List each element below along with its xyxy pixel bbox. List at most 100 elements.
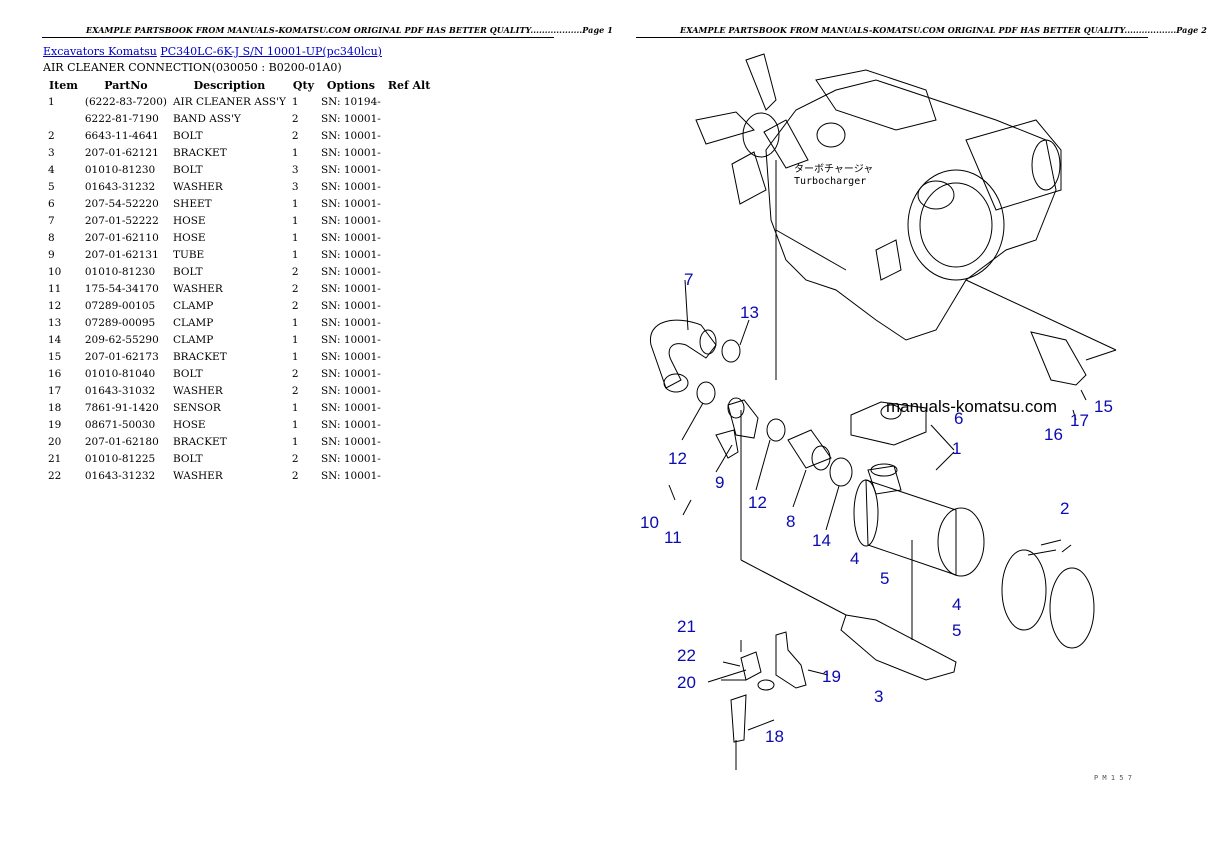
cell-options: SN: 10001-	[320, 299, 381, 312]
cell-qty: 2	[291, 129, 299, 142]
callout-4a: 4	[850, 549, 859, 568]
cell-partno: 7861-91-1420	[84, 401, 159, 414]
cell-description: WASHER	[172, 384, 223, 397]
cell-ref-alt	[384, 467, 435, 484]
cell-options: SN: 10001-	[320, 248, 381, 261]
cell-qty: 1	[291, 197, 299, 210]
cell-ref-alt	[384, 161, 435, 178]
cell-ref-alt	[384, 416, 435, 433]
cell-item: 12	[48, 299, 62, 312]
column-header-description: Description	[193, 78, 266, 92]
column-header-partno: PartNo	[104, 78, 148, 92]
callout-20: 20	[677, 673, 696, 692]
cell-qty: 1	[291, 435, 299, 448]
cell-partno: 01010-81040	[84, 367, 156, 380]
bracket-3-illustration	[840, 614, 957, 681]
callout-12a: 12	[668, 449, 687, 468]
callout-10: 10	[640, 513, 659, 532]
cell-options: SN: 10001-	[320, 129, 381, 142]
cell-qty: 1	[291, 214, 299, 227]
cell-partno: 6643-11-4641	[84, 129, 159, 142]
breadcrumb: Excavators Komatsu PC340LC-6K-J S/N 1000…	[43, 45, 382, 58]
cell-partno: 207-01-62180	[84, 435, 159, 448]
cell-ref-alt	[384, 93, 435, 110]
callout-6: 6	[954, 409, 963, 428]
turbocharger-jp-label: ターボチャージャ	[794, 163, 873, 175]
cell-ref-alt	[384, 195, 435, 212]
callout-9: 9	[715, 473, 724, 492]
cell-partno: 07289-00095	[84, 316, 156, 329]
cell-options: SN: 10001-	[320, 146, 381, 159]
cell-ref-alt	[384, 433, 435, 450]
cell-description: BOLT	[172, 129, 203, 142]
cell-ref-alt	[384, 399, 435, 416]
cell-item: 5	[48, 180, 55, 193]
cell-description: SENSOR	[172, 401, 221, 414]
cell-partno: 209-62-55290	[84, 333, 159, 346]
cell-qty: 2	[291, 367, 299, 380]
cell-item: 17	[48, 384, 62, 397]
cell-description: HOSE	[172, 418, 206, 431]
cell-ref-alt	[384, 331, 435, 348]
cell-description: HOSE	[172, 231, 206, 244]
cell-item: 18	[48, 401, 62, 414]
cell-item: 20	[48, 435, 62, 448]
callout-13: 13	[740, 303, 759, 322]
cell-partno: 01643-31232	[84, 180, 156, 193]
exploded-parts-diagram: ターボチャージャ Turbocharger manuals-komatsu.co…	[640, 53, 1132, 782]
parts-table: Item PartNo Description Qty Options Ref …	[45, 77, 434, 484]
cell-options: SN: 10001-	[320, 333, 381, 346]
cell-description: CLAMP	[172, 333, 214, 346]
callout-12b: 12	[748, 493, 767, 512]
cell-options: SN: 10001-	[320, 435, 381, 448]
cell-partno: 207-01-62173	[84, 350, 159, 363]
breadcrumb-link-model[interactable]: PC340LC-6K-J S/N 10001-UP(pc340lcu)	[160, 45, 382, 58]
cell-item: 4	[48, 163, 55, 176]
cell-item: 1	[48, 95, 55, 108]
cell-description: BAND ASS'Y	[172, 112, 241, 125]
hose-7-illustration	[650, 319, 717, 393]
cell-options: SN: 10001-	[320, 418, 381, 431]
header-rule-right	[636, 37, 1148, 38]
cell-ref-alt	[384, 348, 435, 365]
drawing-code: P M 1 5 7	[1094, 774, 1132, 782]
cell-ref-alt	[384, 229, 435, 246]
cell-item: 13	[48, 316, 62, 329]
cell-ref-alt	[384, 246, 435, 263]
page-header-left: EXAMPLE PARTSBOOK FROM MANUALS-KOMATSU.C…	[86, 25, 613, 35]
cell-ref-alt	[384, 382, 435, 399]
bracket-15-illustration	[1030, 331, 1087, 386]
callout-11: 11	[664, 528, 682, 547]
cell-ref-alt	[384, 263, 435, 280]
table-row: 2 6643-11-4641 BOLT 2 SN: 10001-	[45, 127, 434, 144]
tube-9-illustration	[715, 397, 759, 459]
cell-options: SN: 10001-	[320, 316, 381, 329]
cell-ref-alt	[384, 110, 435, 127]
cell-qty: 1	[291, 146, 299, 159]
callout-8: 8	[786, 512, 795, 531]
cell-qty: 1	[291, 248, 299, 261]
sheet-6-illustration	[850, 401, 927, 446]
cell-ref-alt	[384, 314, 435, 331]
cell-item: 14	[48, 333, 62, 346]
cell-qty: 2	[291, 469, 299, 482]
cell-item: 2	[48, 129, 55, 142]
cell-partno: 08671-50030	[84, 418, 156, 431]
cell-description: CLAMP	[172, 299, 214, 312]
column-header-ref-alt: Ref Alt	[387, 78, 431, 92]
cell-item: 3	[48, 146, 55, 159]
cell-qty: 2	[291, 384, 299, 397]
cell-partno: 207-54-52220	[84, 197, 159, 210]
breadcrumb-link-category[interactable]: Excavators Komatsu	[43, 45, 157, 58]
cell-options: SN: 10001-	[320, 112, 381, 125]
callout-4b: 4	[952, 595, 961, 614]
